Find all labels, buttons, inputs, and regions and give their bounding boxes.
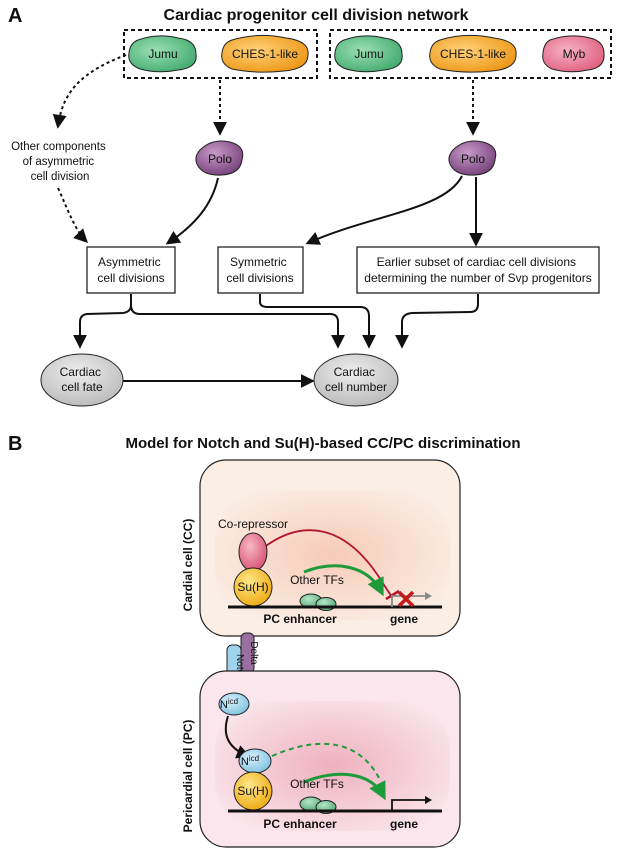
- jumu-blob-right: [334, 35, 403, 73]
- jumu-blob-left: [128, 35, 197, 73]
- box-earlier-text: Earlier subset of cardiac cell divisions…: [364, 255, 591, 285]
- box-symmetric-text: Symmetric cell divisions: [226, 255, 293, 285]
- polo-label-right: Polo: [461, 152, 485, 166]
- other-tfs-label-pc: Other TFs: [290, 777, 344, 791]
- nicd-shape-top-overlay: [218, 692, 250, 716]
- panel-a-letter: A: [8, 5, 22, 27]
- panel-b-title: Model for Notch and Su(H)-based CC/PC di…: [125, 435, 520, 452]
- pc-dashed-activation: [271, 742, 381, 781]
- notch-label: Notch: [234, 654, 245, 680]
- arrow-asymmetric-to-number: [130, 304, 345, 349]
- oval-cardiac-number: [313, 353, 399, 407]
- nicd-label-top-overlay: Nicd: [220, 697, 238, 711]
- pericardial-cell-nucleus: [215, 701, 450, 831]
- myb-label: Myb: [563, 47, 586, 61]
- gene-label-pc: gene: [390, 817, 418, 831]
- cc-side-label: Cardial cell (CC): [181, 519, 195, 612]
- repression-bar: [385, 589, 400, 601]
- cardial-cell-nucleus: [215, 490, 450, 620]
- other-components-text: Other components of asymmetric cell divi…: [11, 141, 109, 183]
- polo-blob-left: [195, 140, 244, 176]
- jumu-label-left: Jumu: [148, 47, 177, 61]
- dotted-arrow-to-asymmetric: [57, 187, 88, 243]
- tss-arrow-cc: [391, 595, 425, 607]
- cardiac-number-text: Cardiac cell number: [325, 365, 387, 394]
- ches-blob-right: [429, 34, 517, 73]
- right-factor-group: [329, 29, 612, 79]
- pc-enhancer-label-cc: PC enhancer: [263, 612, 337, 626]
- panel-b-letter: B: [8, 433, 22, 455]
- tf-shape-cc-2: [315, 597, 337, 611]
- left-factor-group: [123, 29, 318, 79]
- panel-a-title: Cardiac progenitor cell division network: [164, 7, 469, 24]
- corepressor-label: Co-repressor: [218, 517, 288, 531]
- box-asymmetric-text: Asymmetric cell divisions: [97, 255, 164, 285]
- corepressor-shape: [238, 532, 268, 572]
- arrow-asymmetric-to-fate: [73, 294, 132, 349]
- pc-enhancer-label-pc: PC enhancer: [263, 817, 337, 831]
- arrow-earlier-to-number: [395, 294, 479, 349]
- ches-label-right: CHES-1-like: [440, 47, 506, 61]
- ches-blob-left: [221, 34, 309, 73]
- gene-label-cc: gene: [390, 612, 418, 626]
- suh-label-pc: Su(H): [237, 784, 268, 798]
- polo-label-left: Polo: [208, 152, 232, 166]
- pc-green-arrow: [303, 772, 386, 801]
- box-earlier: [356, 246, 600, 294]
- nicd-label-pc: Nicd: [241, 754, 259, 768]
- box-asymmetric: [86, 246, 176, 294]
- tss-arrowhead-cc: [425, 592, 432, 600]
- delta-label: Delta: [248, 641, 259, 665]
- tss-arrow-pc: [391, 799, 425, 811]
- jumu-label-right: Jumu: [354, 47, 383, 61]
- suh-label-cc: Su(H): [237, 580, 268, 594]
- ches-label-left: CHES-1-like: [232, 47, 298, 61]
- arrow-symmetric-to-number: [259, 294, 376, 349]
- polo-blob-right: [448, 140, 497, 176]
- box-symmetric: [217, 246, 304, 294]
- tss-arrowhead-pc: [425, 796, 432, 804]
- cc-green-arrow: [303, 564, 384, 597]
- arrow-polo-to-asymmetric: [165, 177, 219, 245]
- repression-line: [262, 529, 393, 598]
- myb-blob: [542, 35, 605, 73]
- pc-side-label: Pericardial cell (PC): [181, 720, 195, 833]
- arrow-polo-to-symmetric: [305, 175, 463, 245]
- x-mark-2: [397, 590, 415, 608]
- dotted-arrow-to-other-components: [52, 54, 127, 129]
- other-tfs-label-cc: Other TFs: [290, 573, 344, 587]
- cardiac-fate-text: Cardiac cell fate: [60, 365, 105, 394]
- oval-cardiac-fate: [40, 353, 124, 407]
